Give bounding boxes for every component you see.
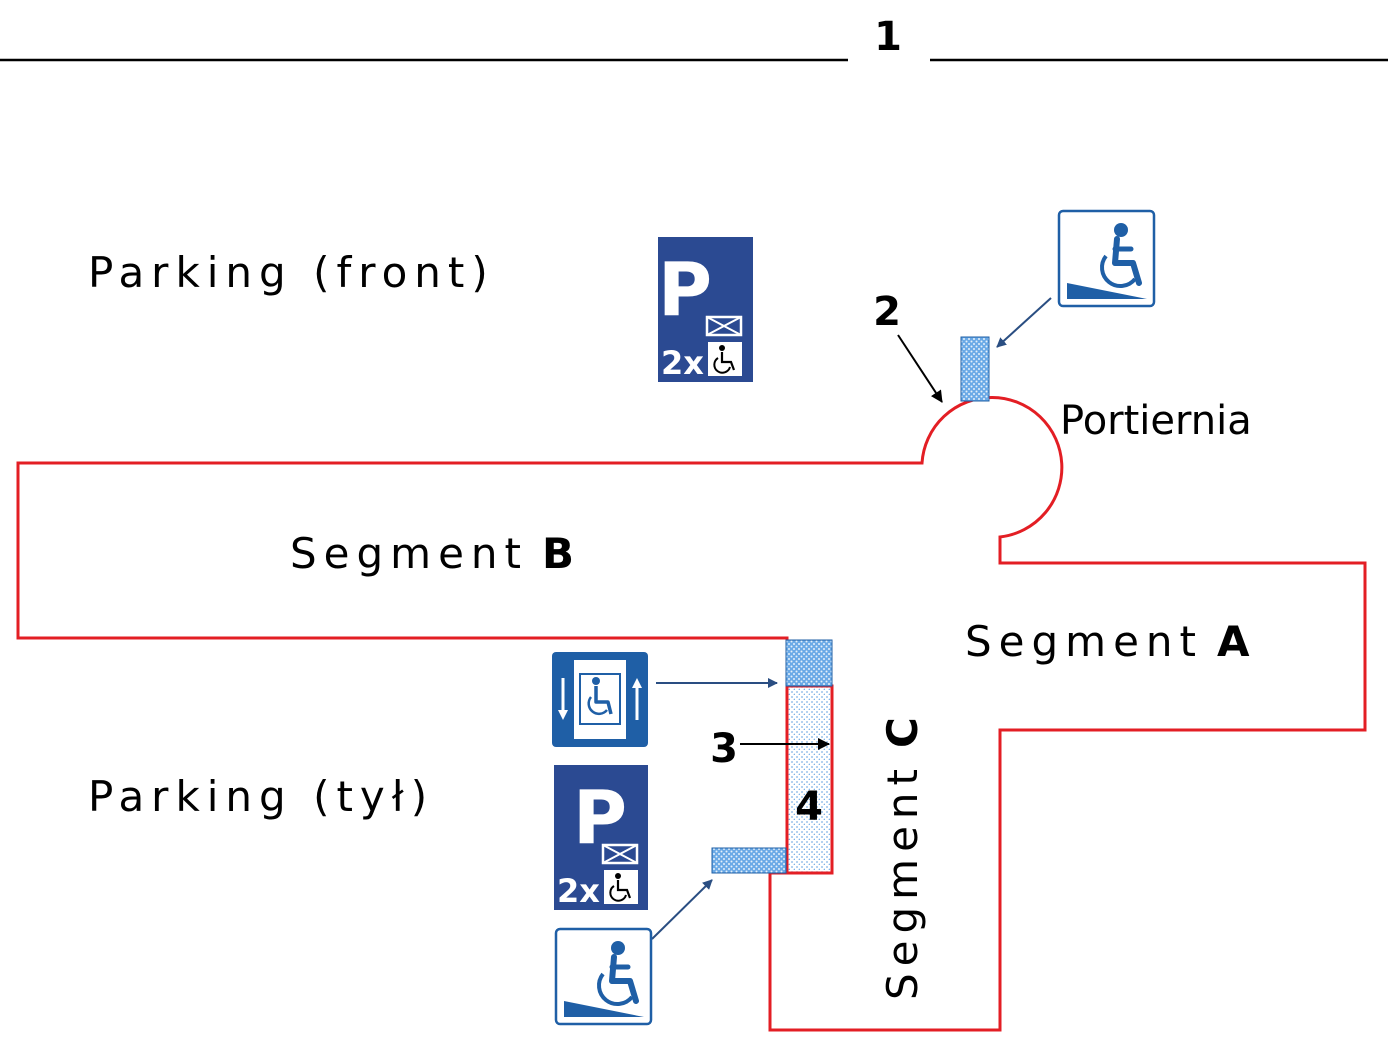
building-outline: [16, 396, 1367, 1032]
marker-2: 2: [873, 289, 901, 335]
mail-icon: [705, 315, 743, 337]
segment-b-label: Segment B: [290, 529, 581, 578]
ramp-back: [711, 847, 787, 874]
parking-front-label: Parking (front): [88, 248, 495, 297]
arrow-ramp-front: [996, 297, 1052, 348]
segment-word: Segment: [878, 762, 927, 1000]
portiernia-label: Portiernia: [1060, 398, 1252, 444]
marker-3: 3: [710, 726, 738, 772]
segment-a-letter: A: [1217, 617, 1257, 666]
wheelchair-ramp-icon: [554, 927, 653, 1026]
wheelchair-icon: [602, 868, 640, 906]
parking-sign-front-letter: P: [658, 247, 712, 333]
parking-sign-front: P 2x: [658, 237, 753, 382]
lift-entrance-platform: [785, 639, 833, 687]
mail-icon: [601, 843, 639, 865]
segment-c-label: Segment C: [878, 710, 927, 1000]
wheelchair-lift-icon: [552, 652, 648, 747]
wheelchair-ramp-icon: [1057, 209, 1156, 308]
page-number: 1: [874, 14, 902, 60]
wheelchair-icon: [706, 340, 744, 378]
marker-4: 4: [795, 784, 823, 830]
lift-shaft-platform: [785, 684, 834, 875]
parking-sign-back-count: 2x: [557, 872, 600, 910]
segment-word: Segment: [290, 529, 528, 578]
segment-b-letter: B: [542, 529, 581, 578]
segment-a-label: Segment A: [965, 617, 1257, 666]
segment-word: Segment: [965, 617, 1203, 666]
parking-sign-front-count: 2x: [661, 344, 704, 382]
parking-back-label: Parking (tył): [88, 772, 434, 821]
parking-sign-back: P 2x: [554, 765, 648, 910]
segment-c-letter: C: [878, 710, 927, 748]
arrow-ramp-back: [651, 879, 713, 940]
arrow-marker-2: [897, 334, 943, 403]
ramp-front: [960, 336, 990, 402]
